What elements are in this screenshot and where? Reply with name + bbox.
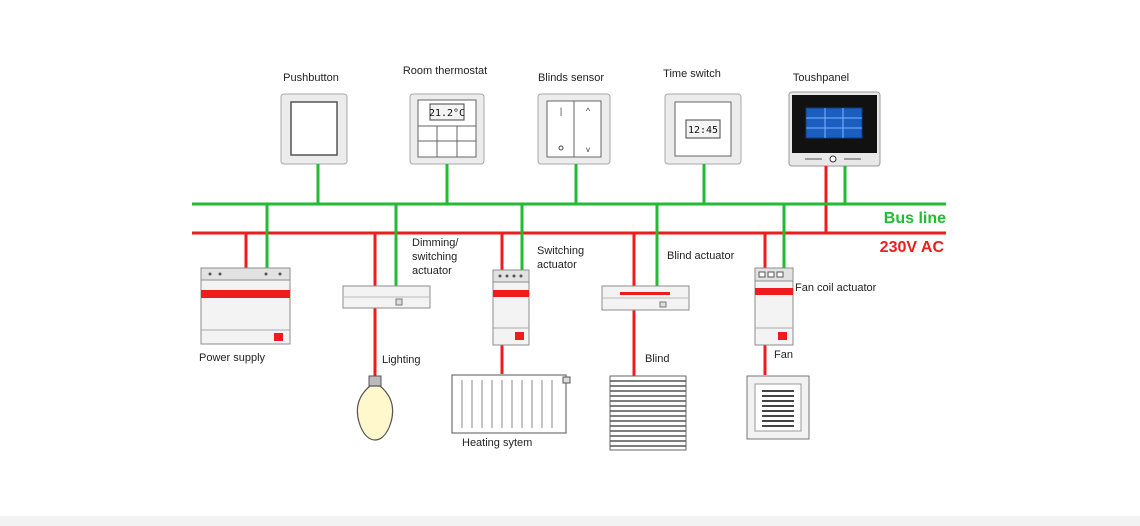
touchpanel-device: [788, 91, 881, 167]
radiator-icon: [451, 374, 571, 434]
ac-line-label: 230V AC: [880, 239, 945, 256]
dimming-actuator-label-2: switching: [412, 251, 457, 263]
thermostat-display-text: 21.2°C: [429, 108, 465, 119]
blinds-up-icon: ^: [586, 106, 591, 116]
touchpanel-home-icon: [829, 155, 837, 163]
time-switch-device: 12:45: [664, 93, 742, 165]
bus-line-label: Bus line: [884, 210, 946, 227]
pushbutton-label: Pushbutton: [283, 72, 339, 84]
switching-actuator-label-2: actuator: [537, 259, 577, 271]
time-switch-label: Time switch: [663, 68, 721, 80]
fan-icon: [746, 375, 810, 440]
svg-text:|: |: [560, 106, 562, 116]
light-bulb-icon: [356, 375, 394, 441]
blind-actuator-label: Blind actuator: [667, 250, 735, 262]
switching-actuator-device: [492, 269, 530, 346]
blind-label: Blind: [645, 353, 669, 365]
time-display-text: 12:45: [688, 125, 718, 136]
blinds-down-icon: v: [586, 145, 590, 154]
power-supply-device: [200, 267, 291, 345]
bottom-band: [0, 516, 1140, 526]
blind-icon: [609, 375, 687, 451]
dimming-actuator-device: [342, 285, 431, 309]
fan-label: Fan: [774, 349, 793, 361]
power-supply-label: Power supply: [199, 352, 266, 364]
actuator-connections: [244, 204, 786, 378]
lighting-label: Lighting: [382, 354, 421, 366]
blinds-off-icon: [558, 145, 564, 151]
switching-actuator-label-1: Switching: [537, 245, 584, 257]
pushbutton-device: [280, 93, 348, 165]
thermostat-label: Room thermostat: [403, 65, 487, 77]
heating-label: Heating sytem: [462, 437, 532, 449]
fancoil-actuator-label: Fan coil actuator: [795, 282, 877, 294]
touchpanel-label: Toushpanel: [793, 72, 849, 84]
fancoil-actuator-device: [754, 267, 794, 346]
blinds-sensor-label: Blinds sensor: [538, 72, 604, 84]
blind-actuator-device: [601, 285, 690, 311]
dimming-actuator-label-3: actuator: [412, 265, 452, 277]
sensor-connections: [316, 164, 847, 233]
dimming-actuator-label-1: Dimming/: [412, 237, 459, 249]
thermostat-device: 21.2°C: [409, 93, 485, 165]
blinds-sensor-device: | ^ v: [537, 93, 611, 165]
